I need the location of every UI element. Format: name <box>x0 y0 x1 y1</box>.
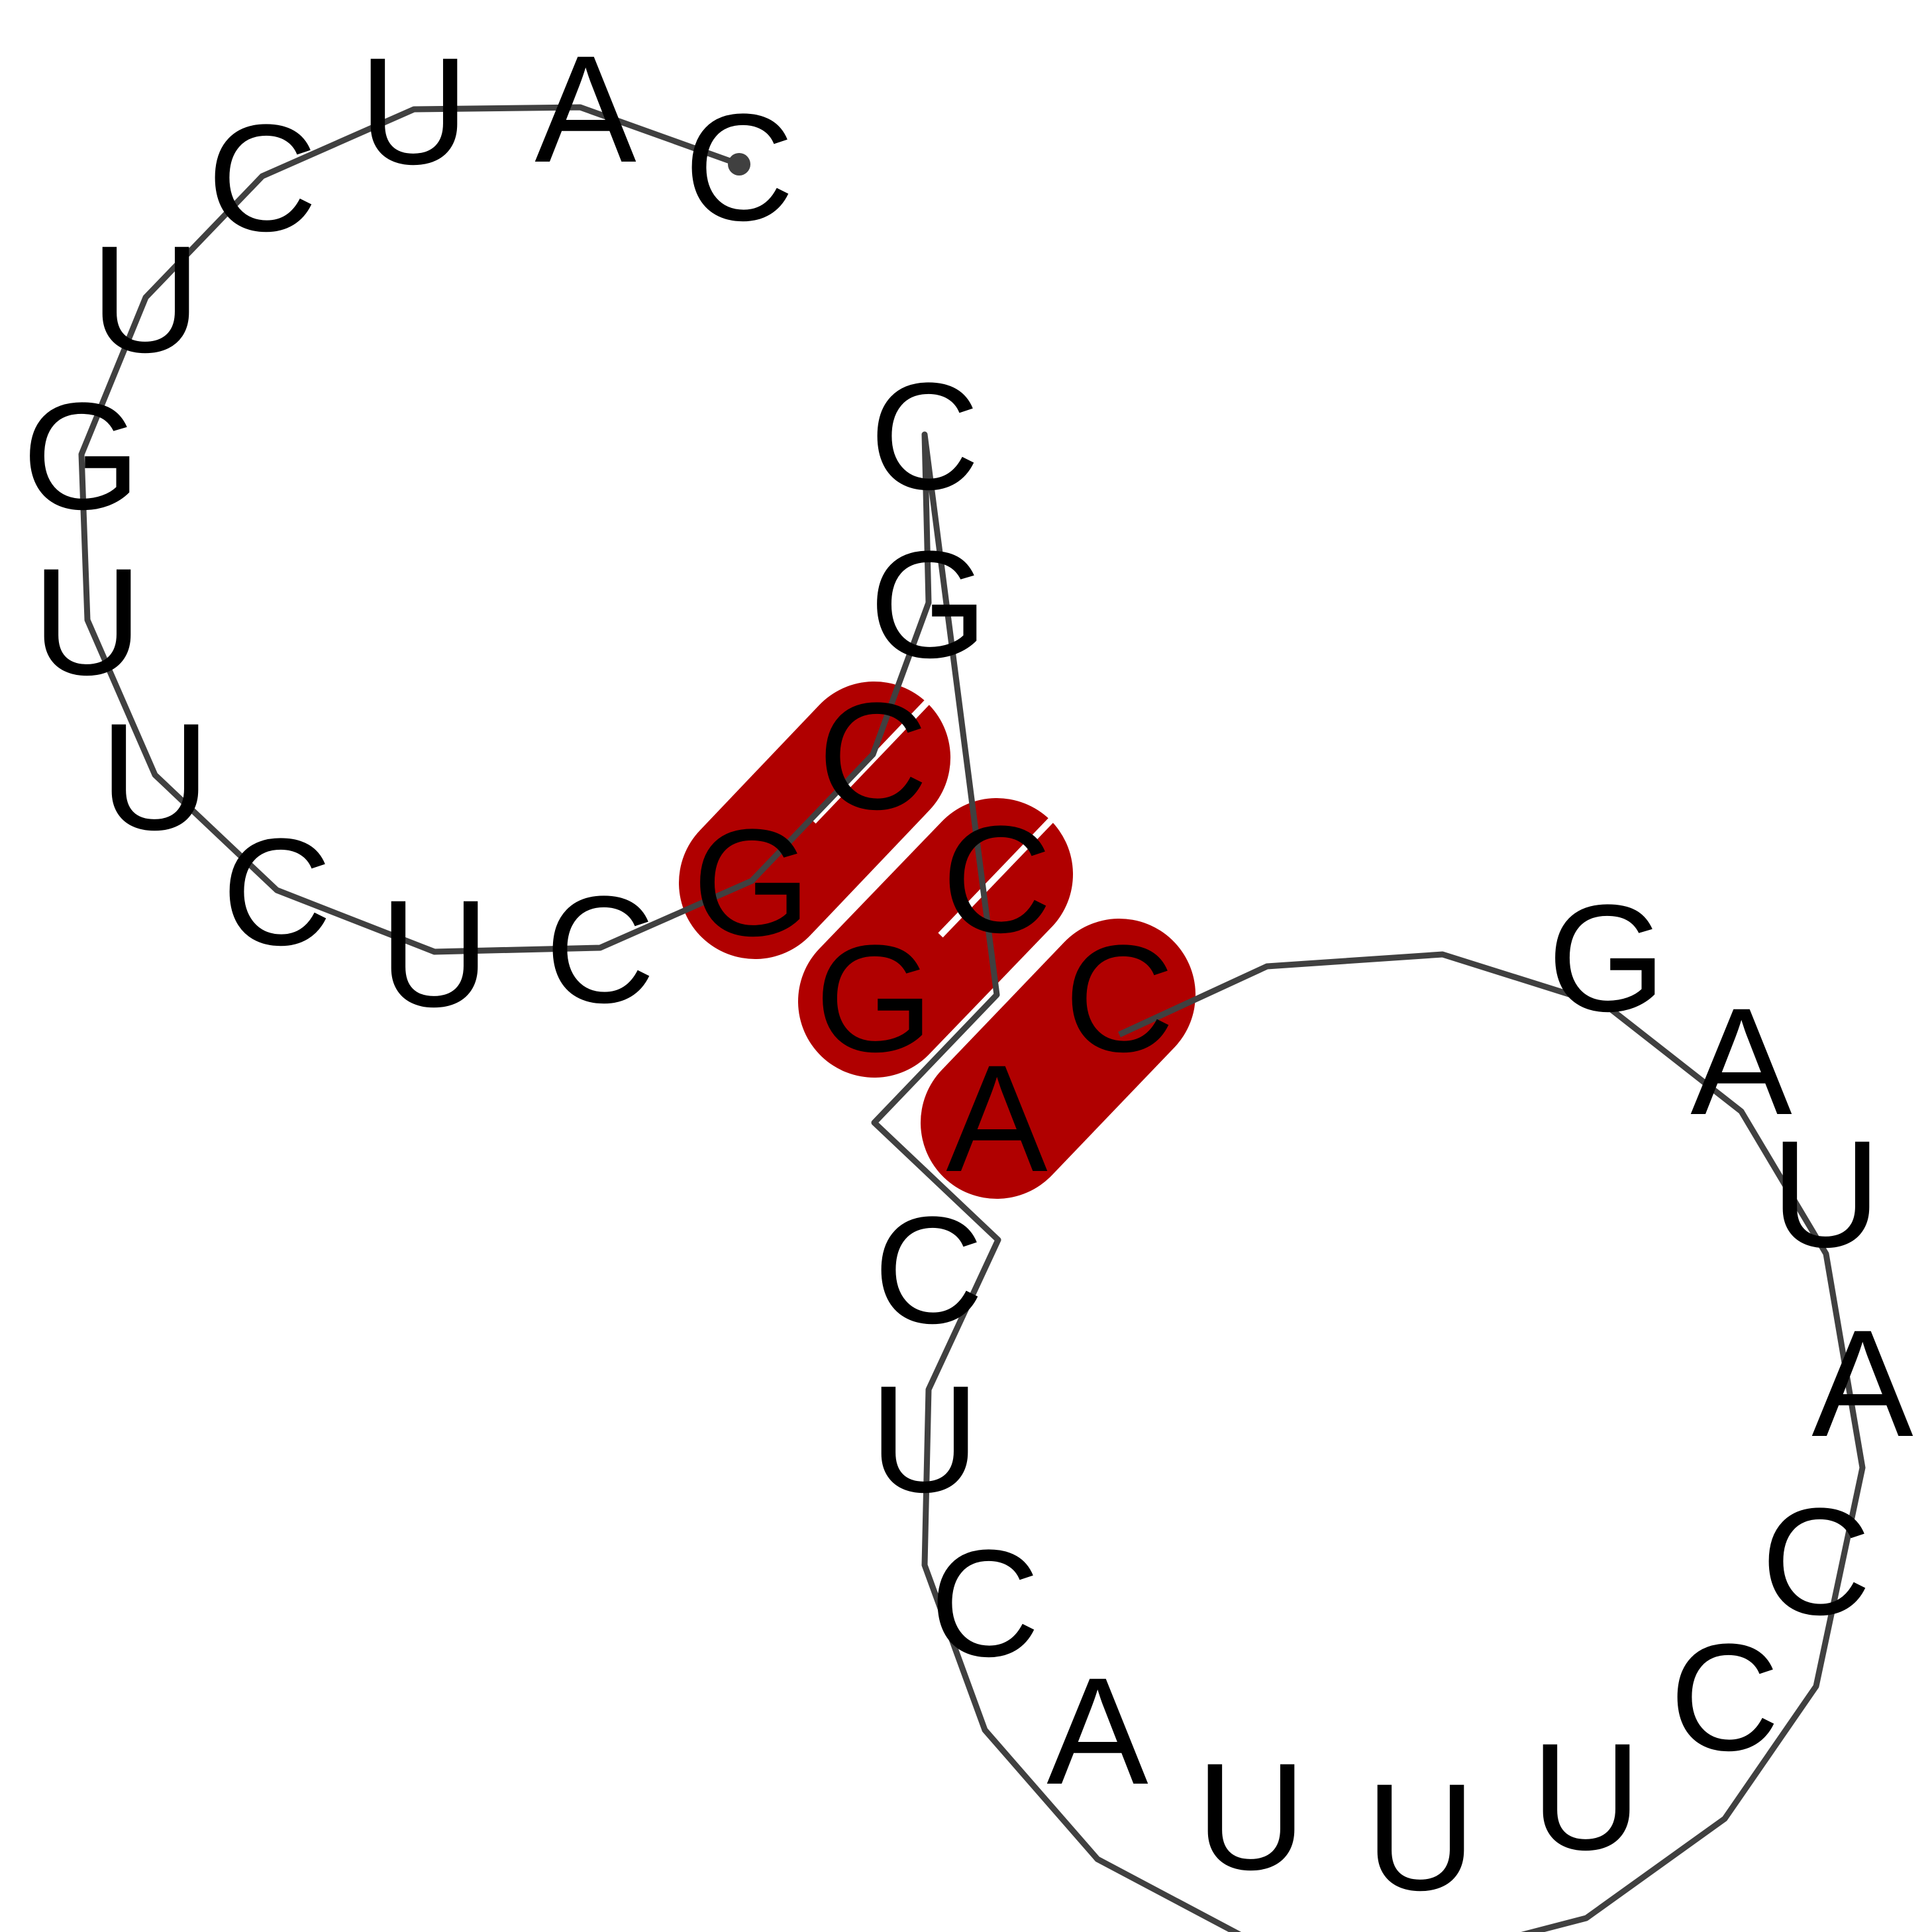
nucleotide-label: U <box>870 1354 980 1524</box>
nucleotide-label: U <box>91 214 201 384</box>
nucleotide-label: C <box>545 864 655 1035</box>
five-prime-end-marker <box>728 153 750 176</box>
nucleotide-label: G <box>815 913 934 1084</box>
nucleotide-label: U <box>1196 1731 1306 1902</box>
nucleotide-label: A <box>1811 1298 1913 1468</box>
nucleotide-label: U <box>1366 1752 1476 1922</box>
nucleotide-label: A <box>1046 1646 1148 1816</box>
pair-bond-line <box>938 815 1056 938</box>
nucleotide-label: C <box>1761 1476 1871 1647</box>
nucleotide-label: C <box>818 671 928 841</box>
nucleotide-label: C <box>222 807 332 977</box>
nucleotide-label: A <box>1690 976 1792 1146</box>
nucleotide-label: G <box>870 519 988 689</box>
nucleotide-label: G <box>23 371 141 541</box>
nucleotide-label: U <box>1531 1711 1641 1882</box>
nucleotide-label: A <box>534 24 636 194</box>
base-pair-highlight <box>921 919 1195 1199</box>
nucleotide-label: C <box>684 82 794 252</box>
nucleotide-label: C <box>930 1518 1040 1688</box>
nucleotide-label: C <box>870 351 980 521</box>
pair-highlight-layer <box>679 682 1195 1199</box>
nucleotide-label: C <box>1670 1612 1780 1782</box>
nucleotide-label: U <box>1771 1109 1881 1279</box>
nucleotide-label: U <box>32 536 142 707</box>
nucleotide-label: G <box>1548 873 1666 1043</box>
nucleotide-label: U <box>100 691 210 862</box>
base-pair-3 <box>921 919 1195 1199</box>
pair-bond-line <box>811 699 930 824</box>
nucleotide-label: C <box>1064 913 1174 1084</box>
backbone-layer <box>78 104 1866 1932</box>
nucleotide-label: C <box>207 93 317 263</box>
nucleotide-label: C <box>874 1185 984 1355</box>
backbone-line <box>78 104 1866 1932</box>
nucleotide-label: A <box>946 1033 1047 1203</box>
nucleotide-label: U <box>380 868 489 1039</box>
nucleotide-label: C <box>942 794 1052 964</box>
nucleotide-label: U <box>359 26 469 196</box>
nucleotide-label: G <box>693 797 811 968</box>
